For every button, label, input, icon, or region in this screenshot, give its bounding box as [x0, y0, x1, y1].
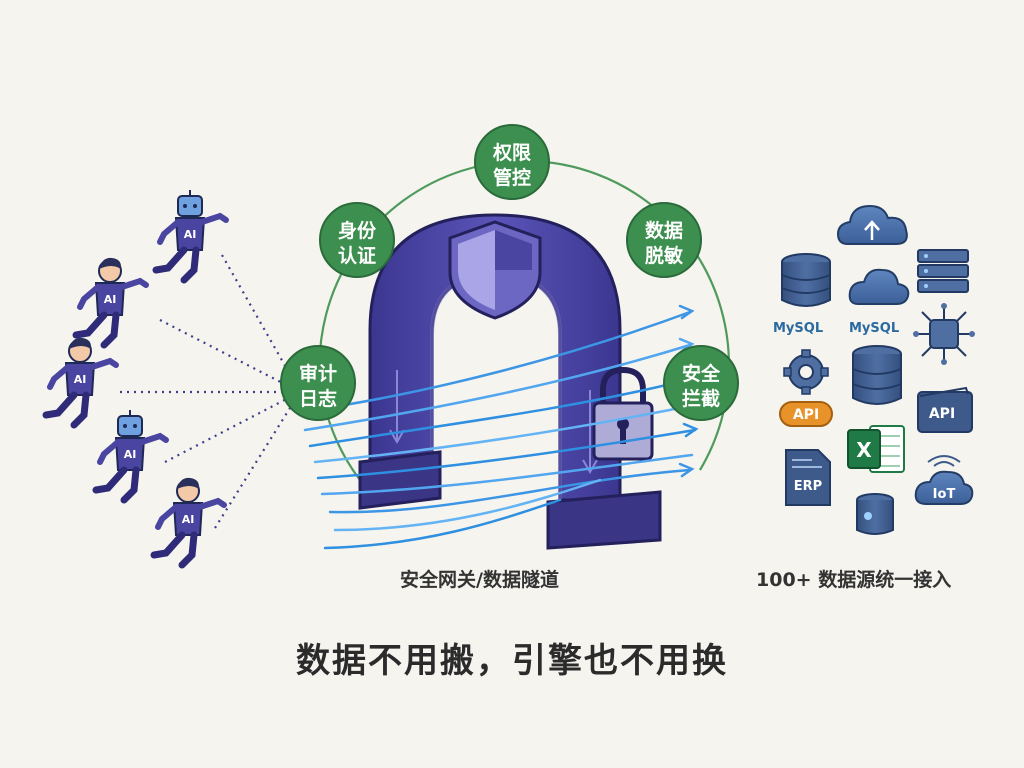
ai-badge-label: AI	[104, 293, 117, 306]
ai-badge-label: AI	[124, 448, 137, 461]
feature-circle	[474, 124, 550, 200]
data-flow-lines	[298, 304, 699, 550]
shield-icon	[448, 220, 542, 320]
ai-badge-label: AI	[184, 228, 197, 241]
network-hub-icon	[913, 303, 975, 365]
feature-circle	[663, 345, 739, 421]
ai-agent-person: AI	[150, 477, 227, 569]
robot-head-icon	[177, 195, 203, 217]
feature-label: 拦截	[682, 387, 720, 410]
feature-circle	[280, 345, 356, 421]
feature-label: 权限	[492, 141, 531, 164]
feature-label: 审计	[299, 362, 337, 385]
ai-badge-label: AI	[182, 513, 195, 526]
feature-label: 日志	[299, 387, 337, 410]
excel-icon: X	[847, 425, 905, 473]
ai-agent-robot: AI	[92, 410, 169, 504]
feature-label: 安全	[682, 362, 721, 385]
erp-label: ERP	[794, 479, 822, 494]
feature-circle	[319, 202, 395, 278]
feature-label: 认证	[338, 244, 376, 267]
feature-label: 身份	[338, 219, 377, 242]
gear-icon	[783, 349, 829, 395]
iot-label: IoT	[933, 487, 956, 502]
feature-label: 数据	[645, 219, 683, 242]
data-sources-caption: 100+ 数据源统一接入	[756, 569, 952, 591]
mysql-database-icon	[781, 253, 831, 307]
data-sources-grid: MySQL MySQL	[773, 204, 975, 535]
erp-document-icon: ERP	[785, 449, 831, 506]
excel-label: X	[856, 438, 872, 462]
ai-badge-label: AI	[74, 373, 87, 386]
feature-circle	[626, 202, 702, 278]
agent-connector-lines	[120, 254, 301, 529]
ai-agent-robot: AI	[152, 190, 229, 284]
iot-cloud-icon: IoT	[914, 455, 974, 505]
gateway-caption: 安全网关/数据隧道	[400, 569, 559, 591]
mysql-cloud-icon	[848, 268, 910, 305]
database-icon	[852, 345, 902, 405]
robot-head-icon	[117, 415, 143, 437]
ai-agent-person: AI	[72, 257, 149, 349]
server-rack-icon	[917, 249, 969, 293]
api-card-icon: API	[917, 386, 973, 433]
api-badge-label: API	[793, 407, 819, 423]
feature-label: 脱敏	[645, 244, 683, 267]
ai-agent-person: AI	[42, 337, 119, 429]
small-database-icon	[856, 493, 894, 535]
slogan: 数据不用搬，引擎也不用换	[296, 641, 728, 681]
feature-label: 管控	[493, 166, 531, 189]
api-badge: API	[779, 401, 833, 427]
cloud-upload-icon	[836, 204, 908, 245]
mysql-label: MySQL	[773, 321, 823, 336]
mysql-label: MySQL	[849, 321, 899, 336]
api-card-label: API	[929, 406, 955, 422]
